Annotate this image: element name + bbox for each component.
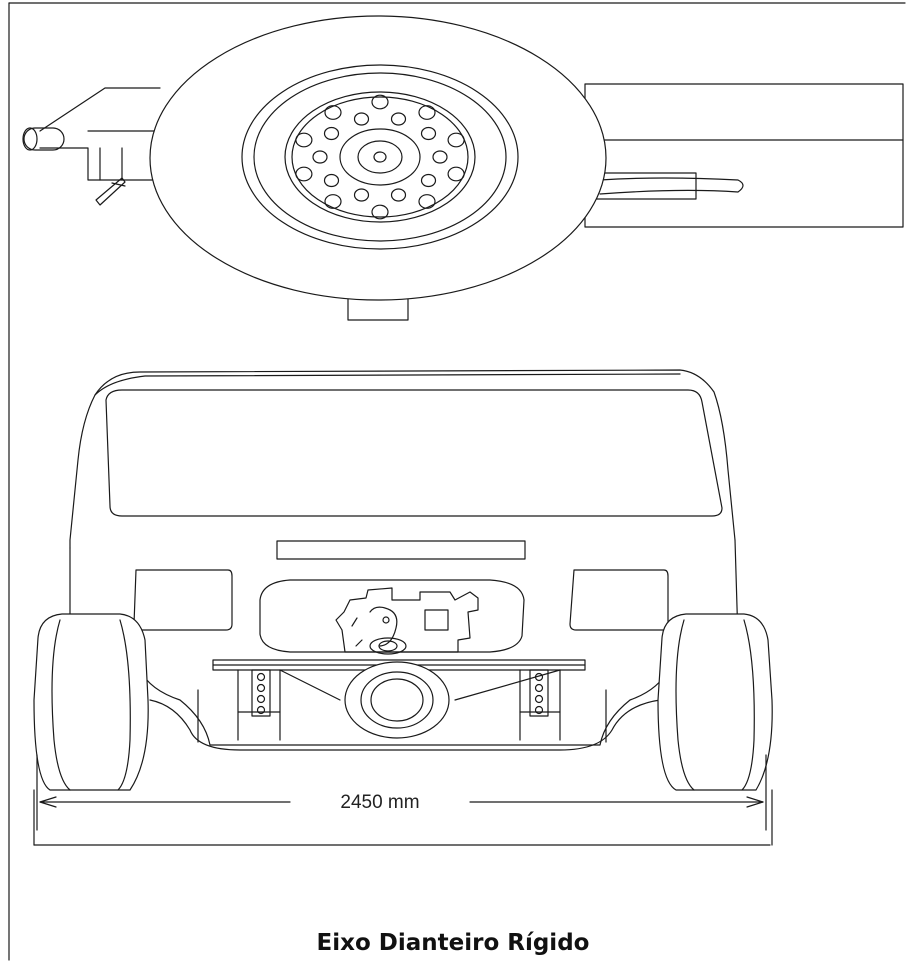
- hanger-hole-icon: [534, 683, 544, 693]
- engine-icon: [335, 587, 479, 655]
- lug-hole-icon: [432, 150, 448, 164]
- hanger-hole-icon: [534, 705, 544, 715]
- lug-nut-icon: [447, 132, 465, 148]
- hanger-hole-icon: [256, 705, 266, 715]
- front-wheels: [33, 613, 773, 791]
- lug-nut-icon: [418, 105, 436, 120]
- hanger-hole-icon: [256, 672, 266, 682]
- hanger-hole-icon: [256, 683, 266, 693]
- lug-nut-icon: [295, 132, 313, 148]
- page-border: [8, 2, 906, 961]
- lug-nut-icon: [371, 204, 389, 220]
- lug-hole-icon: [323, 173, 340, 188]
- lug-nut-icon: [371, 94, 389, 110]
- dimension-line: [36, 754, 767, 831]
- lug-nut-icon: [324, 105, 342, 120]
- lug-nut-icon: [418, 194, 436, 209]
- lug-nut-icon: [447, 166, 465, 182]
- hanger-hole-icon: [534, 694, 544, 704]
- dimension-label: 2450 mm: [340, 792, 419, 813]
- lug-hole-icon: [323, 126, 340, 141]
- hanger-hole-icon: [256, 694, 266, 704]
- lug-hole-icon: [353, 112, 370, 126]
- lug-hole-icon: [390, 188, 407, 202]
- ground-line: [33, 789, 773, 846]
- vehicle-front-view-icon: [69, 369, 739, 751]
- lug-nut-icon: [324, 194, 342, 209]
- lug-hole-icon: [390, 112, 407, 126]
- lug-hole-icon: [420, 126, 437, 141]
- lug-nut-icon: [295, 166, 313, 182]
- lug-hole-icon: [312, 150, 328, 164]
- rigid-front-axle-icon: [212, 659, 586, 741]
- spare-wheel-icon: [149, 15, 607, 301]
- lug-hole-icon: [420, 173, 437, 188]
- figure-caption: Eixo Dianteiro Rígido: [317, 930, 590, 956]
- lug-hole-icon: [353, 188, 370, 202]
